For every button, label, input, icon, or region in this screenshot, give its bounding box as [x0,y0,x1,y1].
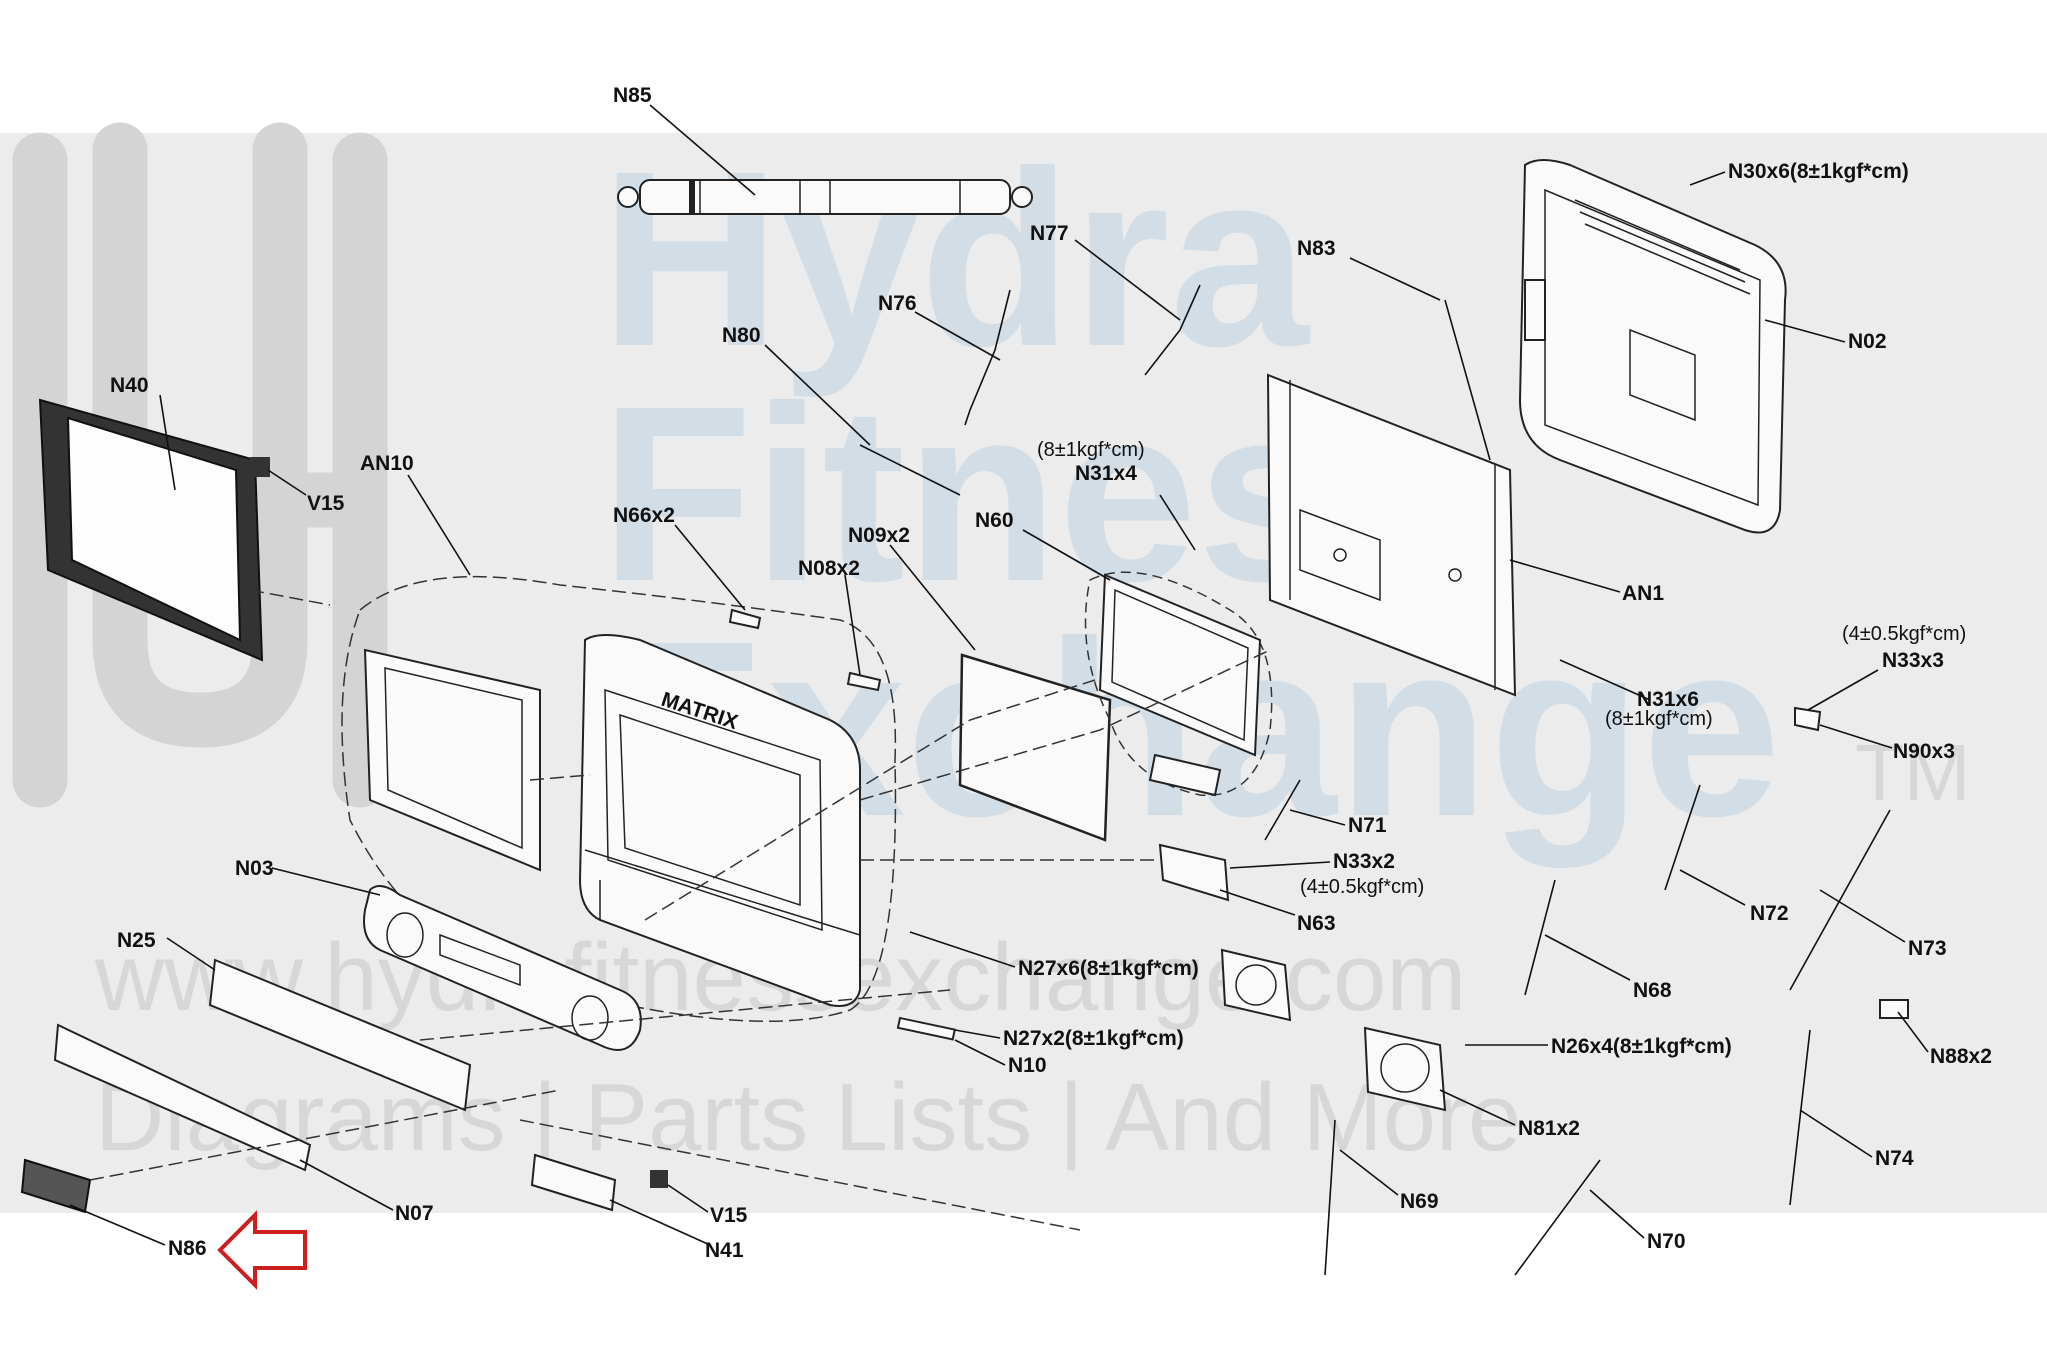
part-n60-display [1098,573,1262,797]
label-n41: N41 [705,1239,744,1262]
label-an10: AN10 [360,452,414,475]
watermark-tagline: Diagrams | Parts Lists | And More [95,1064,1521,1171]
label-n80: N80 [722,324,761,347]
part-n71-cable [1264,779,1301,841]
part-n88 [1879,999,1909,1019]
label-n85: N85 [613,84,652,107]
label-n68: N68 [1633,979,1672,1002]
label-n02: N02 [1848,330,1887,353]
label-n07: N07 [395,1202,434,1225]
group-n60-outline [1084,571,1273,797]
label-n71: N71 [1348,814,1387,837]
part-an10-window [363,648,541,872]
part-n63-board [1158,843,1230,902]
part-n74-cable [1789,1029,1811,1206]
leader-lines [69,104,1929,1246]
label-n33x2: N33x2 [1333,850,1395,873]
label-n31x6: N31x6 [1637,688,1699,711]
part-n90 [1794,706,1822,732]
label-n31x4: N31x4 [1075,462,1137,485]
label-n88: N88x2 [1930,1045,1992,1068]
part-n81-fan-2 [1363,1026,1447,1112]
part-n08 [846,671,882,692]
part-an1-plate [1266,373,1517,697]
label-v15-bottom: V15 [710,1204,748,1227]
label-n86: N86 [168,1237,207,1260]
label-n30: N30x6(8±1kgf*cm) [1728,160,1909,183]
label-n74: N74 [1875,1147,1914,1170]
part-n73-cable [1789,809,1891,991]
label-n73: N73 [1908,937,1947,960]
part-n02-rear-cover [1518,159,1787,534]
label-n09: N09x2 [848,524,910,547]
label-n63: N63 [1297,912,1336,935]
part-n76-cable [964,289,1011,426]
part-n07 [53,1023,312,1172]
label-n83: N83 [1297,237,1336,260]
label-v15-top: V15 [307,492,345,515]
label-n27x2: N27x2(8±1kgf*cm) [1003,1027,1184,1050]
part-n83-rod [1444,299,1491,461]
label-n69: N69 [1400,1190,1439,1213]
label-n31x4-torque: (8±1kgf*cm) [1037,439,1145,461]
label-n72: N72 [1750,902,1789,925]
part-n70-cable [1514,1159,1601,1276]
part-console-front: MATRIX [578,634,861,1007]
part-n41 [530,1153,617,1212]
label-n33x2-torque: (4±0.5kgf*cm) [1300,876,1424,898]
label-n33x3: N33x3 [1882,649,1944,672]
label-n08: N08x2 [798,557,860,580]
part-n25 [208,958,472,1112]
label-n77: N77 [1030,222,1069,245]
part-n69-cable [1324,1119,1336,1276]
part-n81-fan-1 [1220,948,1292,1022]
part-v15-top [250,457,270,477]
group-an10-outline [341,575,897,1022]
label-n25: N25 [117,929,156,952]
assembly-lines [89,589,1271,1231]
label-n81: N81x2 [1518,1117,1580,1140]
part-n72-cable [1664,784,1701,891]
label-n27x6: N27x6(8±1kgf*cm) [1018,957,1199,980]
label-n76: N76 [878,292,917,315]
label-n03: N03 [235,857,274,880]
part-n09-glass [958,653,1112,842]
part-n80-cable [859,444,961,496]
part-n68-cable [1524,879,1556,996]
label-n40: N40 [110,374,149,397]
label-an1: AN1 [1622,582,1664,605]
watermark-logo [12,122,388,808]
watermark-line1: Hydra [600,119,1311,398]
callout-arrow [217,1210,307,1290]
label-n26: N26x4(8±1kgf*cm) [1551,1035,1732,1058]
label-n33x3-torque: (4±0.5kgf*cm) [1842,623,1966,645]
label-n66: N66x2 [613,504,675,527]
label-n60: N60 [975,509,1014,532]
part-v15-bottom [650,1170,668,1188]
part-n03-trim [363,885,642,1051]
label-n31x6-torque: (8±1kgf*cm) [1605,708,1713,730]
part-n66 [728,608,762,630]
part-n40-bezel [38,398,264,662]
part-n77-cable [1144,284,1201,376]
label-n90: N90x3 [1893,740,1955,763]
part-n10 [896,1016,956,1041]
part-n85-handle [617,179,1033,215]
label-n10: N10 [1008,1054,1047,1077]
label-n70: N70 [1647,1230,1686,1253]
